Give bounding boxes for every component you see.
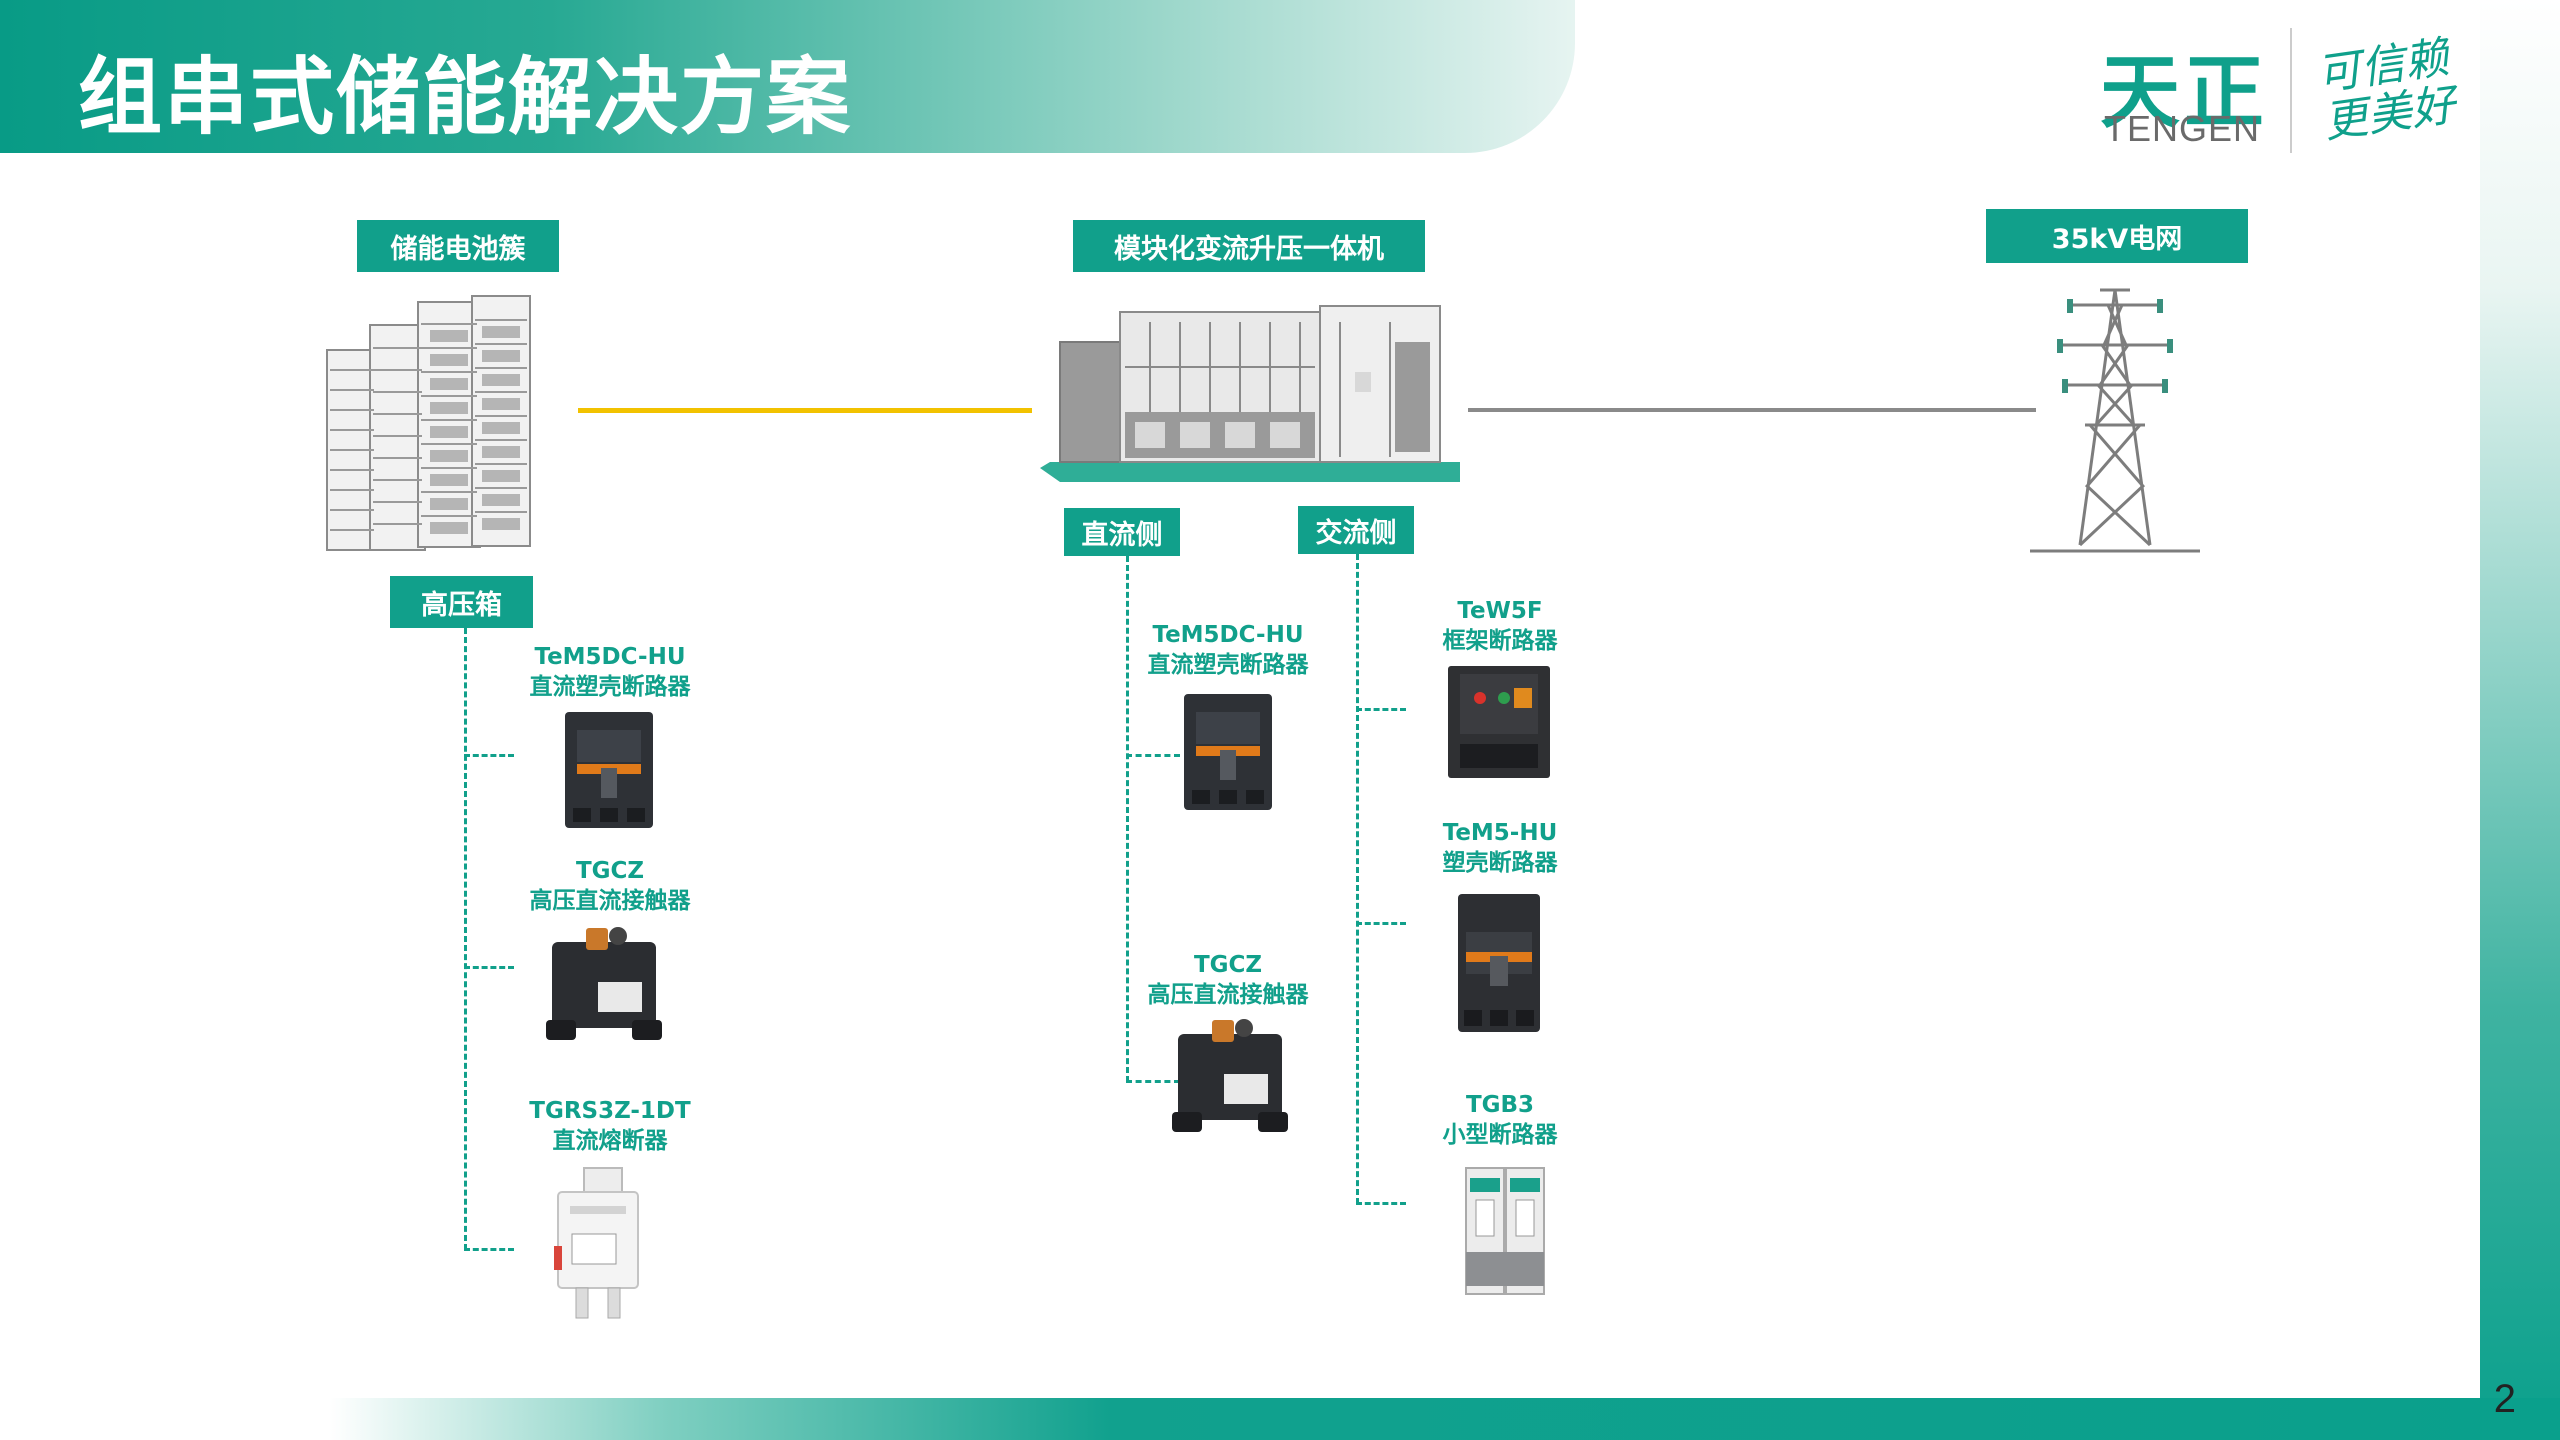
hv-product-3-label: TGRS3Z-1DT 直流熔断器 [480, 1096, 740, 1156]
product-model: TeM5DC-HU [534, 644, 686, 670]
branch-connector [1356, 708, 1406, 711]
hv-box-branch-line [464, 628, 467, 1250]
product-model: TGB3 [1465, 1092, 1535, 1118]
branch-connector [1356, 1202, 1406, 1205]
product-name: 塑壳断路器 [1442, 850, 1558, 876]
right-decor-band [2480, 0, 2560, 1440]
tag-dc-side: 直流侧 [1064, 508, 1180, 556]
logo-en: TENGEN [2104, 108, 2261, 149]
tag-battery-cluster: 储能电池簇 [357, 220, 559, 272]
page-number: 2 [2493, 1377, 2516, 1421]
branch-connector [464, 1248, 514, 1251]
product-model: TeM5DC-HU [1152, 622, 1304, 648]
dc-product-1-label: TeM5DC-HU 直流塑壳断路器 [1098, 620, 1358, 680]
product-name: 小型断路器 [1442, 1122, 1558, 1148]
dc-mccb-icon [1184, 694, 1272, 810]
mccb-icon [1458, 894, 1540, 1032]
product-name: 高压直流接触器 [529, 888, 691, 914]
branch-connector [1126, 754, 1180, 757]
branch-connector [464, 966, 514, 969]
tag-grid: 35kV电网 [1986, 209, 2248, 263]
title-bar: 组串式储能解决方案 [0, 0, 1575, 153]
product-name: 高压直流接触器 [1147, 982, 1309, 1008]
product-model: TeM5-HU [1442, 820, 1558, 846]
dc-fuse-icon [554, 1167, 639, 1319]
ac-product-2-label: TeM5-HU 塑壳断路器 [1410, 818, 1590, 878]
ac-connection-line [1468, 408, 2036, 412]
product-model: TGRS3Z-1DT [529, 1098, 691, 1124]
product-model: TGCZ [575, 858, 645, 884]
acb-icon [1448, 666, 1550, 778]
ac-side-branch-line [1356, 554, 1359, 1204]
logo-slogan: 可信赖 更美好 [2313, 31, 2459, 149]
product-name: 直流塑壳断路器 [529, 674, 691, 700]
product-model: TGCZ [1193, 952, 1263, 978]
logo-divider [2290, 28, 2292, 153]
branch-connector [1356, 922, 1406, 925]
ac-product-3-label: TGB3 小型断路器 [1410, 1090, 1590, 1150]
branch-connector [1126, 1080, 1180, 1083]
product-model: TeW5F [1457, 598, 1543, 624]
branch-connector [464, 754, 514, 757]
tag-hv-box: 高压箱 [390, 576, 533, 628]
dc-mccb-icon [565, 712, 653, 828]
pcs-container-icon [1040, 305, 1460, 482]
mcb-icon [1465, 1167, 1545, 1295]
page-title: 组串式储能解决方案 [78, 48, 853, 146]
dc-contactor-icon [546, 927, 662, 1040]
dc-connection-line [578, 408, 1032, 413]
product-name: 直流熔断器 [552, 1128, 668, 1154]
logo-cn: 天正 [2100, 46, 2268, 139]
dc-contactor-icon [1172, 1019, 1288, 1132]
hv-product-2-label: TGCZ 高压直流接触器 [480, 856, 740, 916]
dc-side-branch-line [1126, 556, 1129, 1082]
hv-product-1-label: TeM5DC-HU 直流塑壳断路器 [480, 642, 740, 702]
bottom-decor-band [330, 1398, 2560, 1440]
tag-pcs-unit: 模块化变流升压一体机 [1073, 220, 1425, 272]
transmission-tower-icon [2030, 288, 2200, 553]
product-name: 框架断路器 [1442, 628, 1558, 654]
dc-product-2-label: TGCZ 高压直流接触器 [1098, 950, 1358, 1010]
battery-rack-icon [326, 295, 531, 551]
product-name: 直流塑壳断路器 [1147, 652, 1309, 678]
tag-ac-side: 交流侧 [1298, 506, 1414, 554]
corner-decor [2340, 1258, 2480, 1398]
ac-product-1-label: TeW5F 框架断路器 [1410, 596, 1590, 656]
